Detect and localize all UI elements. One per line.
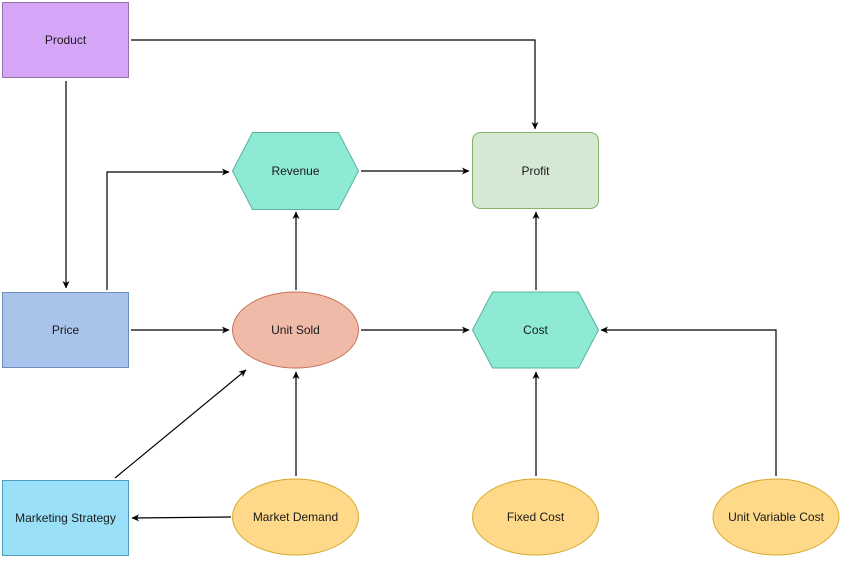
edge-marketing-strategy-to-unit-sold [114, 369, 247, 479]
node-marketing-strategy-label: Marketing Strategy [15, 511, 116, 525]
node-fixed-cost[interactable]: Fixed Cost [472, 478, 599, 556]
node-fixed-cost-shape [472, 478, 599, 556]
node-unit-variable-cost[interactable]: Unit Variable Cost [712, 478, 840, 556]
node-product[interactable]: Product [2, 2, 129, 78]
node-unit-sold-shape [232, 291, 359, 369]
node-price-shape [2, 292, 129, 368]
edge-product-to-profit [131, 39, 539, 130]
node-marketing-strategy-shape [2, 480, 129, 556]
node-cost-shape [471, 291, 600, 369]
node-unit-variable-cost-label: Unit Variable Cost [728, 510, 824, 524]
node-fixed-cost-label: Fixed Cost [507, 510, 565, 524]
node-unit-sold-label: Unit Sold [271, 323, 320, 337]
node-product-label: Product [45, 33, 87, 47]
node-unit-variable-cost-shape [712, 478, 840, 556]
node-revenue-shape [231, 132, 360, 210]
node-cost[interactable]: Cost [471, 291, 600, 369]
node-market-demand[interactable]: Market Demand [232, 478, 359, 556]
node-marketing-strategy[interactable]: Marketing Strategy [2, 480, 129, 556]
edge-price-to-revenue [106, 168, 230, 290]
node-profit[interactable]: Profit [472, 132, 599, 209]
node-market-demand-shape [232, 478, 359, 556]
node-revenue[interactable]: Revenue [231, 132, 360, 210]
node-market-demand-label: Market Demand [253, 510, 338, 524]
node-cost-label: Cost [523, 323, 548, 337]
edge-market-demand-to-marketing-strategy [131, 514, 232, 522]
node-unit-sold[interactable]: Unit Sold [232, 291, 359, 369]
node-revenue-label: Revenue [271, 164, 319, 178]
edge-unit-variable-cost-to-cost [600, 326, 777, 476]
node-price[interactable]: Price [2, 292, 129, 368]
node-profit-shape [472, 132, 599, 209]
node-profit-label: Profit [521, 164, 550, 178]
node-product-shape [2, 2, 129, 78]
node-price-label: Price [52, 323, 80, 337]
edges [62, 39, 777, 522]
